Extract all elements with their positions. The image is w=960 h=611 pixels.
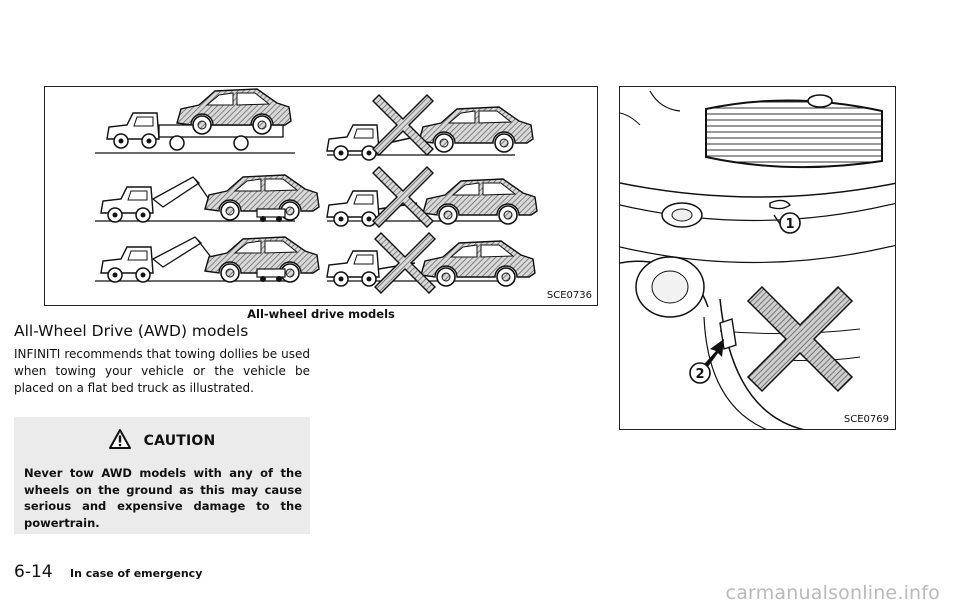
figure-caption: All-wheel drive models <box>247 307 395 321</box>
dolly-tow-2 <box>95 236 320 283</box>
brand-emblem-icon <box>807 94 833 108</box>
flatbed-truck <box>95 88 295 154</box>
figure-code: SCE0736 <box>546 290 592 301</box>
caution-text: Never tow AWD models with any of the whe… <box>24 466 302 530</box>
caution-title: CAUTION <box>143 433 216 449</box>
body-paragraph: INFINITI recommends that towing dollies … <box>14 347 310 396</box>
grille <box>705 94 883 169</box>
incorrect-tow-1 <box>326 94 534 161</box>
tow-hook-figure: 1 2 SCE0769 <box>619 86 896 430</box>
towing-methods-figure: SCE0736 <box>44 86 598 306</box>
page-number: 6-14 <box>14 562 53 582</box>
incorrect-tow-3 <box>326 232 536 294</box>
callout-1-label: 1 <box>785 217 794 232</box>
callout-2-label: 2 <box>695 367 704 382</box>
chapter-label: In case of emergency <box>70 567 203 580</box>
caution-header: CAUTION <box>14 429 310 453</box>
watermark: carmanualsonline.info <box>725 582 940 604</box>
tow-hook-illustration: 1 2 <box>620 90 895 429</box>
incorrect-tow-2 <box>326 166 538 228</box>
caution-box: CAUTION Never tow AWD models with any of… <box>14 417 310 534</box>
callout-2-badge <box>689 362 711 384</box>
prohibited-x-icon <box>746 285 854 393</box>
figure-code: SCE0769 <box>843 414 889 425</box>
warning-triangle-icon <box>108 429 131 453</box>
callout-1-badge <box>779 212 801 234</box>
towing-methods-illustration <box>95 88 538 294</box>
dolly-tow-1 <box>95 174 320 223</box>
section-title: All-Wheel Drive (AWD) models <box>14 322 249 340</box>
